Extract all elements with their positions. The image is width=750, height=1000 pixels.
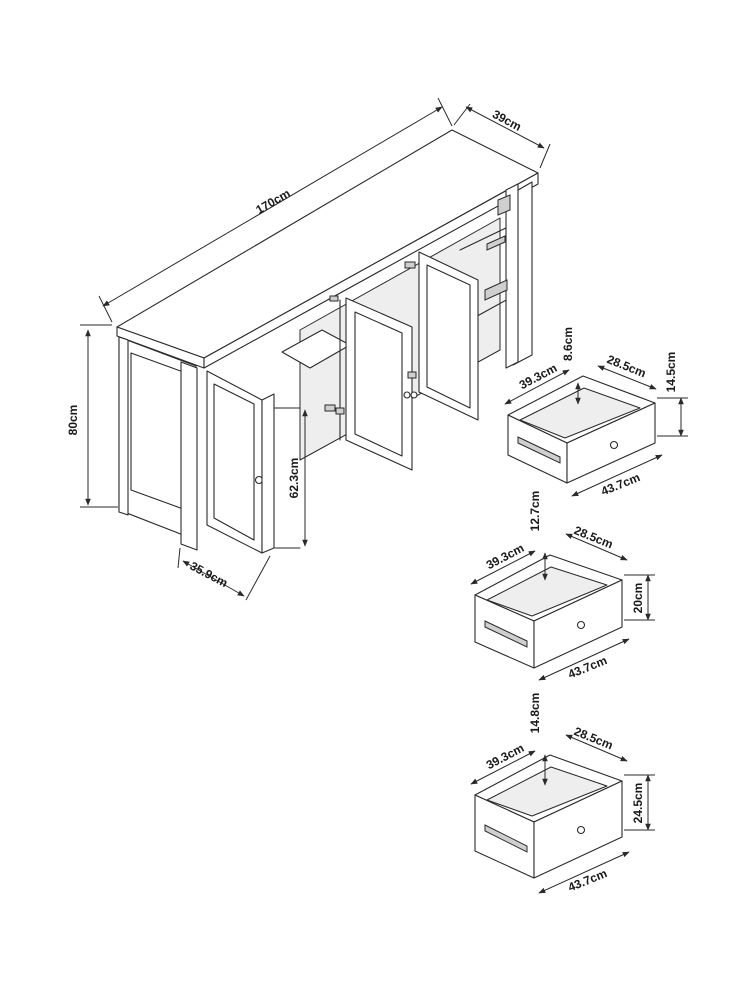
drawer-medium-inner-height: 12.7cm bbox=[528, 491, 542, 532]
drawer-large-height: 24.5cm bbox=[631, 783, 645, 824]
drawer-small: 39.3cm 28.5cm 8.6cm 14.5cm 43.7cm bbox=[504, 327, 688, 498]
drawer-large-rail-icon bbox=[484, 824, 528, 853]
drawer-large-knob bbox=[576, 825, 586, 835]
drawer-medium-height: 20cm bbox=[631, 583, 645, 614]
drawer-medium-inner-width: 39.3cm bbox=[484, 541, 527, 572]
drawer-small-height: 14.5cm bbox=[664, 352, 678, 393]
door-2 bbox=[345, 297, 413, 471]
door-3 bbox=[418, 251, 479, 421]
cabinet-height-label: 80cm bbox=[66, 405, 80, 436]
door-3-knob bbox=[410, 391, 418, 399]
drawer-medium-rail-icon bbox=[484, 620, 528, 648]
cabinet-depth-label: 39cm bbox=[490, 107, 524, 134]
sideboard-cabinet bbox=[116, 129, 539, 554]
drawer-small-rail-icon bbox=[517, 436, 561, 464]
cabinet-width-label: 170cm bbox=[253, 186, 292, 217]
door-1-edge bbox=[261, 393, 275, 554]
door-2-knob bbox=[403, 391, 411, 399]
drawer-medium: 39.3cm 28.5cm 12.7cm 20cm 43.7cm bbox=[470, 491, 655, 681]
door-3-panel bbox=[426, 264, 471, 409]
drawer-large-inner-width: 39.3cm bbox=[484, 741, 527, 772]
inner-depth-label: 35.9cm bbox=[188, 559, 231, 590]
cabinet-left-front-leg bbox=[180, 361, 198, 551]
cabinet-leg-back bbox=[118, 336, 129, 516]
drawer-runner-icon bbox=[484, 194, 511, 301]
cabinet-right-leg bbox=[505, 183, 519, 369]
drawer-medium-depth: 28.5cm bbox=[572, 523, 615, 551]
door-1-panel bbox=[213, 383, 255, 541]
drawer-large-inner-height: 14.8cm bbox=[528, 693, 542, 734]
drawer-small-inner-height: 8.6cm bbox=[561, 327, 575, 361]
door-2-panel bbox=[354, 311, 403, 457]
drawer-large-depth: 28.5cm bbox=[572, 724, 615, 752]
shelf-height-label: 62.3cm bbox=[287, 458, 301, 499]
drawer-small-depth: 28.5cm bbox=[605, 352, 648, 380]
drawer-medium-knob bbox=[576, 620, 586, 630]
drawer-small-knob bbox=[609, 440, 619, 450]
drawer-small-inner-width: 39.3cm bbox=[517, 361, 560, 392]
drawer-large: 39.3cm 28.5cm 14.8cm 24.5cm 43.7cm bbox=[470, 693, 655, 894]
